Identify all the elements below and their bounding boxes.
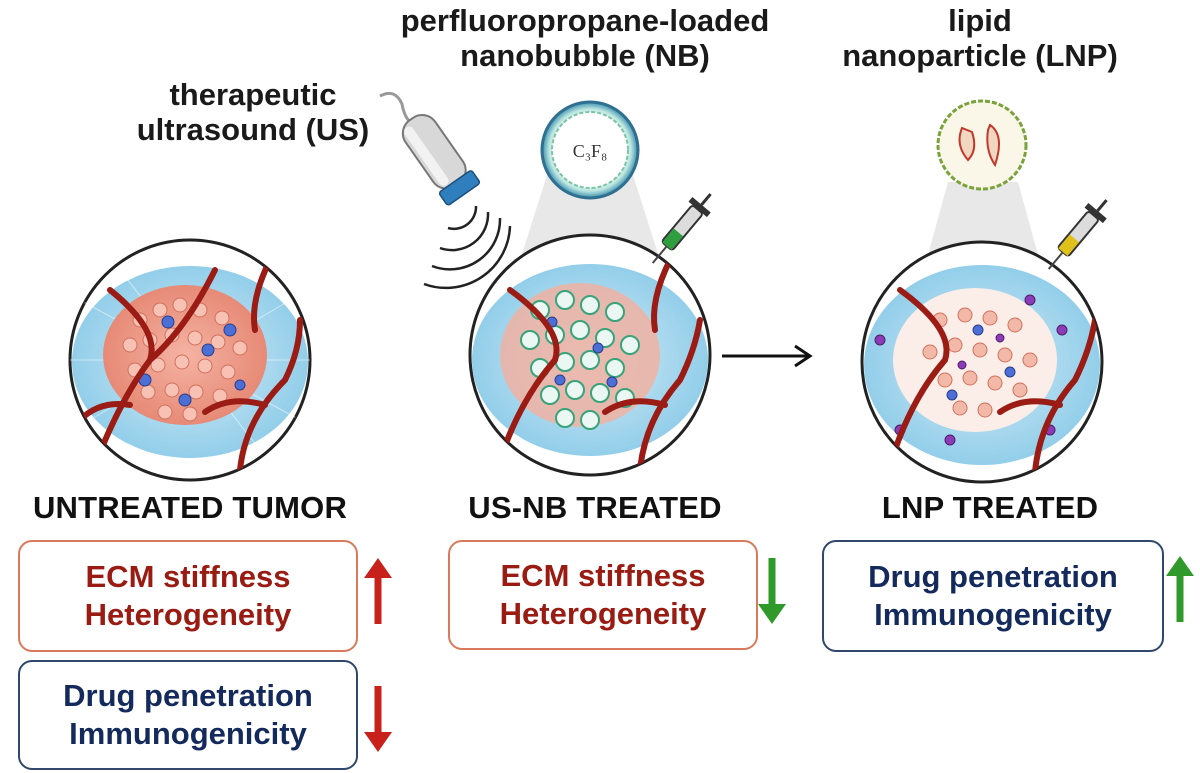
transition-arrow-icon xyxy=(722,344,813,368)
lnp-label-line1: lipid xyxy=(948,3,1012,38)
ultrasound-label-line1: therapeutic xyxy=(169,77,337,112)
heterogeneity-text: Heterogeneity xyxy=(499,596,707,631)
arrow-up-icon xyxy=(1166,556,1194,622)
ultrasound-label-line2: ultrasound (US) xyxy=(136,111,370,147)
nanobubble-label: perfluoropropane-loaded nanobubble (NB) xyxy=(355,3,815,73)
syringe-icon xyxy=(651,193,712,264)
arrow-down-icon xyxy=(758,558,786,624)
ecm-stiffness-text: ECM stiffness xyxy=(85,559,291,595)
immunogenicity-text: Immunogenicity xyxy=(69,716,307,751)
ultrasound-label: therapeutic ultrasound (US) xyxy=(118,77,388,147)
drug-penetration-text: Drug penetration xyxy=(868,559,1118,595)
syringe-icon xyxy=(1047,199,1108,270)
lnp-inset xyxy=(926,99,1040,262)
nanobubble-inset: C₃F₈ xyxy=(520,100,660,260)
heterogeneity-text: Heterogeneity xyxy=(84,597,292,632)
lnp-treated-title: LNP TREATED xyxy=(881,490,1099,525)
nanobubble-label-line1: perfluoropropane-loaded xyxy=(400,3,770,38)
us-nb-treated-title: US-NB TREATED xyxy=(468,490,722,525)
nanobubble-label-line2: nanobubble (NB) xyxy=(460,37,710,73)
immunogenicity-text: Immunogenicity xyxy=(874,597,1112,632)
arrow-up-icon xyxy=(364,558,392,624)
nanobubble-core-label: C₃F₈ xyxy=(573,141,608,161)
lnp-label-line2: nanoparticle (LNP) xyxy=(842,37,1118,73)
untreated-tumor-title: UNTREATED TUMOR xyxy=(32,490,348,525)
ecm-stiffness-box: ECM stiffness Heterogeneity xyxy=(18,540,358,652)
lnp-label: lipid nanoparticle (LNP) xyxy=(820,3,1140,73)
ultrasound-waves-icon xyxy=(423,205,512,290)
drug-penetration-box: Drug penetration Immunogenicity xyxy=(822,540,1164,652)
ecm-stiffness-box: ECM stiffness Heterogeneity xyxy=(448,540,758,650)
lnp-treated-circle xyxy=(860,240,1104,484)
ecm-stiffness-text: ECM stiffness xyxy=(500,558,706,594)
untreated-tumor-circle xyxy=(68,238,312,482)
drug-penetration-box: Drug penetration Immunogenicity xyxy=(18,660,358,770)
drug-penetration-text: Drug penetration xyxy=(63,678,313,714)
us-nb-treated-circle xyxy=(468,233,712,477)
arrow-down-icon xyxy=(364,686,392,752)
ultrasound-probe-icon xyxy=(379,91,481,206)
